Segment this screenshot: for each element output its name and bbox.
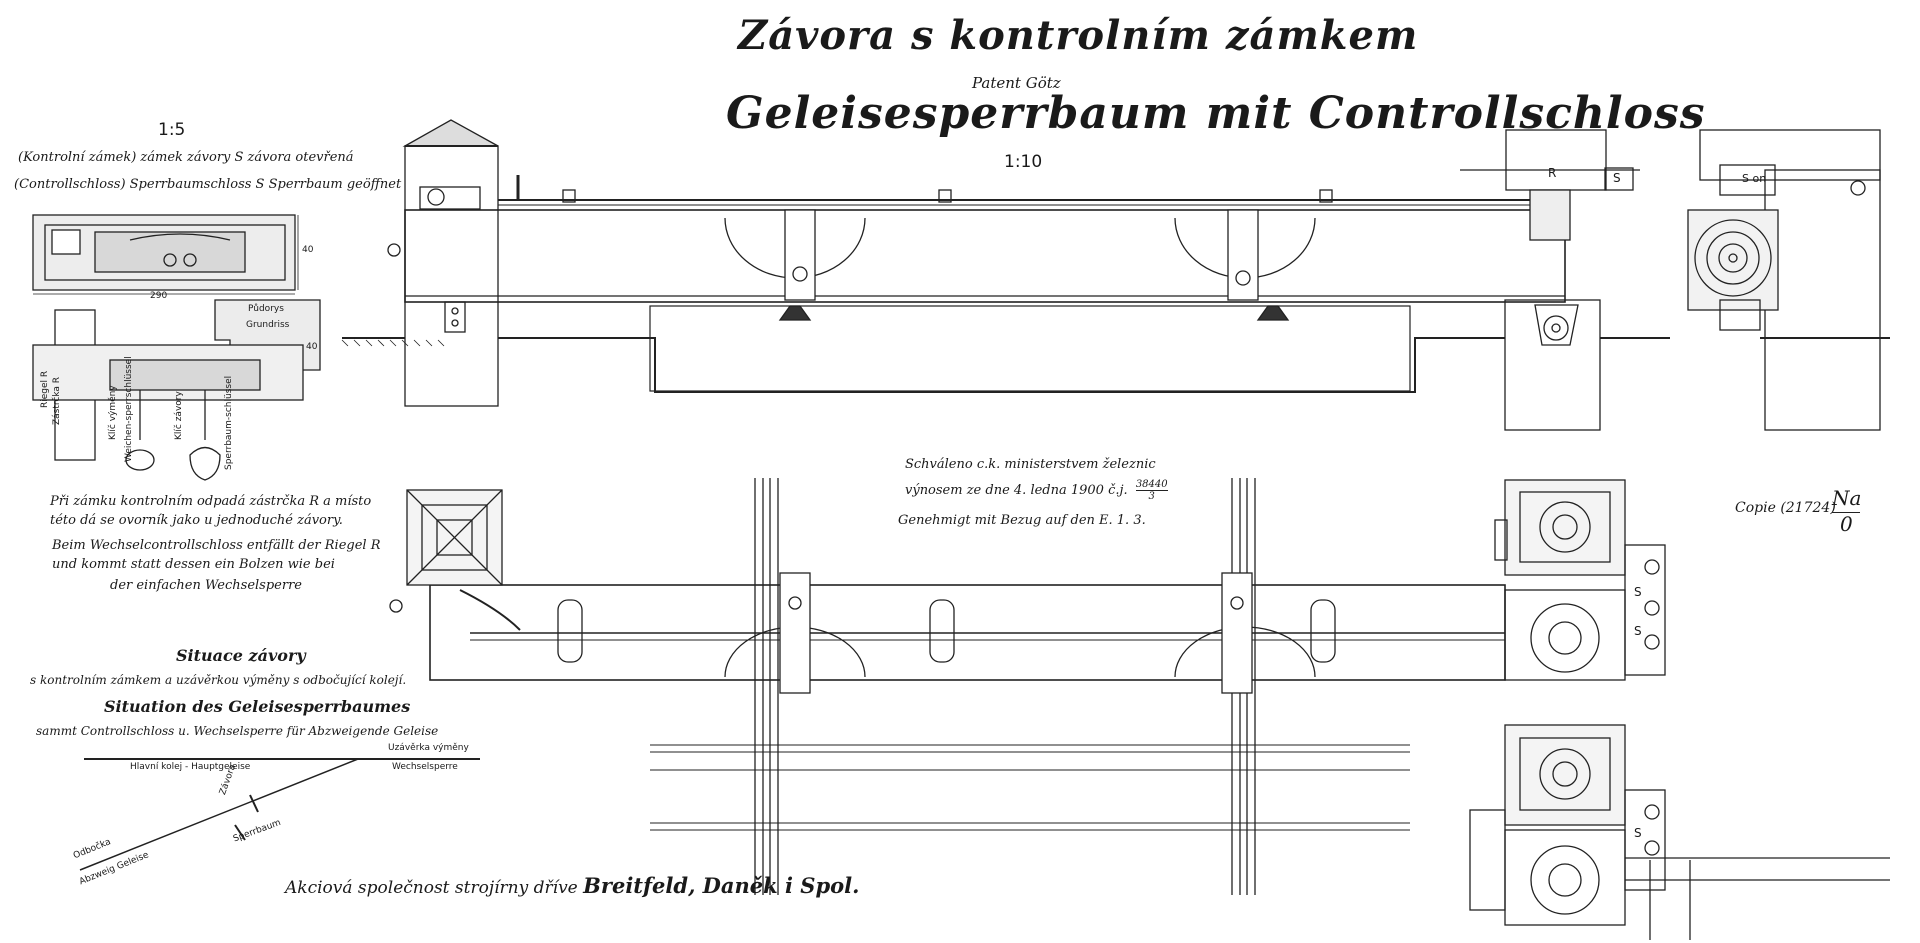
label-sperrbaum-key: Sperrbaum-schlüssel xyxy=(224,375,234,470)
dim-width: 290 xyxy=(150,291,168,301)
situation-plan xyxy=(79,758,480,871)
approval-fraction: 38440 3 xyxy=(1135,479,1168,502)
label-pudorys: Půdorys xyxy=(248,304,284,314)
plan-view xyxy=(389,478,1666,895)
label-wechselsperre: Wechselsperre xyxy=(392,762,458,772)
lock-detail xyxy=(32,214,321,481)
title-czech: Závora s kontrolním zámkem xyxy=(738,12,1419,59)
note-cz-2: této dá se ovorník jako u jednoduché záv… xyxy=(50,513,343,528)
label-s-elevation: S xyxy=(1613,171,1621,185)
detail-caption-german: (Controllschloss) Sperrbaumschloss S Spe… xyxy=(14,177,402,192)
company-credit: Akciová společnost strojírny dříve Breit… xyxy=(285,873,859,898)
label-zastrcka: Zástrčka R xyxy=(52,376,62,425)
approval-line2: výnosem ze dne 4. ledna 1900 č.j. 38440 … xyxy=(905,479,1168,502)
label-s-plan-alt: S xyxy=(1634,826,1642,840)
scale-detail: 1:5 xyxy=(158,120,186,140)
copy-fraction-line xyxy=(1832,512,1860,513)
label-s-plan: S xyxy=(1634,585,1642,599)
plan-view-alt xyxy=(1469,724,1890,940)
dim-side: 40 xyxy=(306,342,318,352)
note-cz-1: Při zámku kontrolním odpadá zástrčka R a… xyxy=(50,494,372,509)
company-prefix: Akciová společnost strojírny dříve xyxy=(285,878,578,898)
situation-title-german: Situation des Geleisesperrbaumes xyxy=(104,697,411,716)
label-grundriss: Grundriss xyxy=(246,320,290,330)
label-klic-vymeny: Klíč výměny xyxy=(108,385,118,440)
approval-fraction-num: 38440 xyxy=(1135,479,1168,491)
side-view xyxy=(1687,129,1881,431)
approval-line2-text: výnosem ze dne 4. ledna 1900 č.j. xyxy=(905,483,1128,498)
note-de-2: und kommt statt dessen ein Bolzen wie be… xyxy=(52,557,335,572)
label-s-side: S on xyxy=(1742,172,1767,185)
company-name: Breitfeld, Daněk i Spol. xyxy=(583,873,860,898)
approval-line3: Genehmigt mit Bezug auf den E. 1. 3. xyxy=(898,513,1146,528)
situation-subtitle-czech: s kontrolním zámkem a uzávěrkou výměny s… xyxy=(30,673,407,687)
label-uzaverka: Uzávěrka výměny xyxy=(388,743,469,753)
copy-number: Na xyxy=(1832,486,1862,510)
approval-fraction-den: 3 xyxy=(1148,491,1155,502)
label-s-plan-2: S xyxy=(1634,624,1642,638)
situation-subtitle-german: sammt Controllschloss u. Wechselsperre f… xyxy=(36,724,439,738)
note-de-3: der einfachen Wechselsperre xyxy=(110,578,302,593)
title-german: Geleisesperrbaum mit Controllschloss xyxy=(726,88,1706,139)
label-r-elevation: R xyxy=(1548,166,1557,180)
label-riegel: Riegel R xyxy=(40,370,50,408)
elevation-view xyxy=(341,119,1890,431)
label-klic-zavory: Klíč závory xyxy=(174,391,184,440)
approval-line1: Schváleno c.k. ministerstvem železnic xyxy=(905,457,1156,472)
situation-title-czech: Situace závory xyxy=(176,646,306,665)
label-weichen: Weichen-sperrschlüssel xyxy=(124,356,134,462)
note-de-1: Beim Wechselcontrollschloss entfällt der… xyxy=(52,538,381,553)
patent-label: Patent Götz xyxy=(972,74,1061,92)
copy-denominator: 0 xyxy=(1840,512,1853,536)
copy-mark: Copie (21724) xyxy=(1735,500,1836,516)
scale-main: 1:10 xyxy=(1004,152,1043,172)
detail-caption-czech: (Kontrolní zámek) zámek závory S závora … xyxy=(18,150,354,165)
label-hlavni-kolej: Hlavní kolej - Hauptgeleise xyxy=(130,762,251,772)
dim-height: 40 xyxy=(302,245,314,255)
